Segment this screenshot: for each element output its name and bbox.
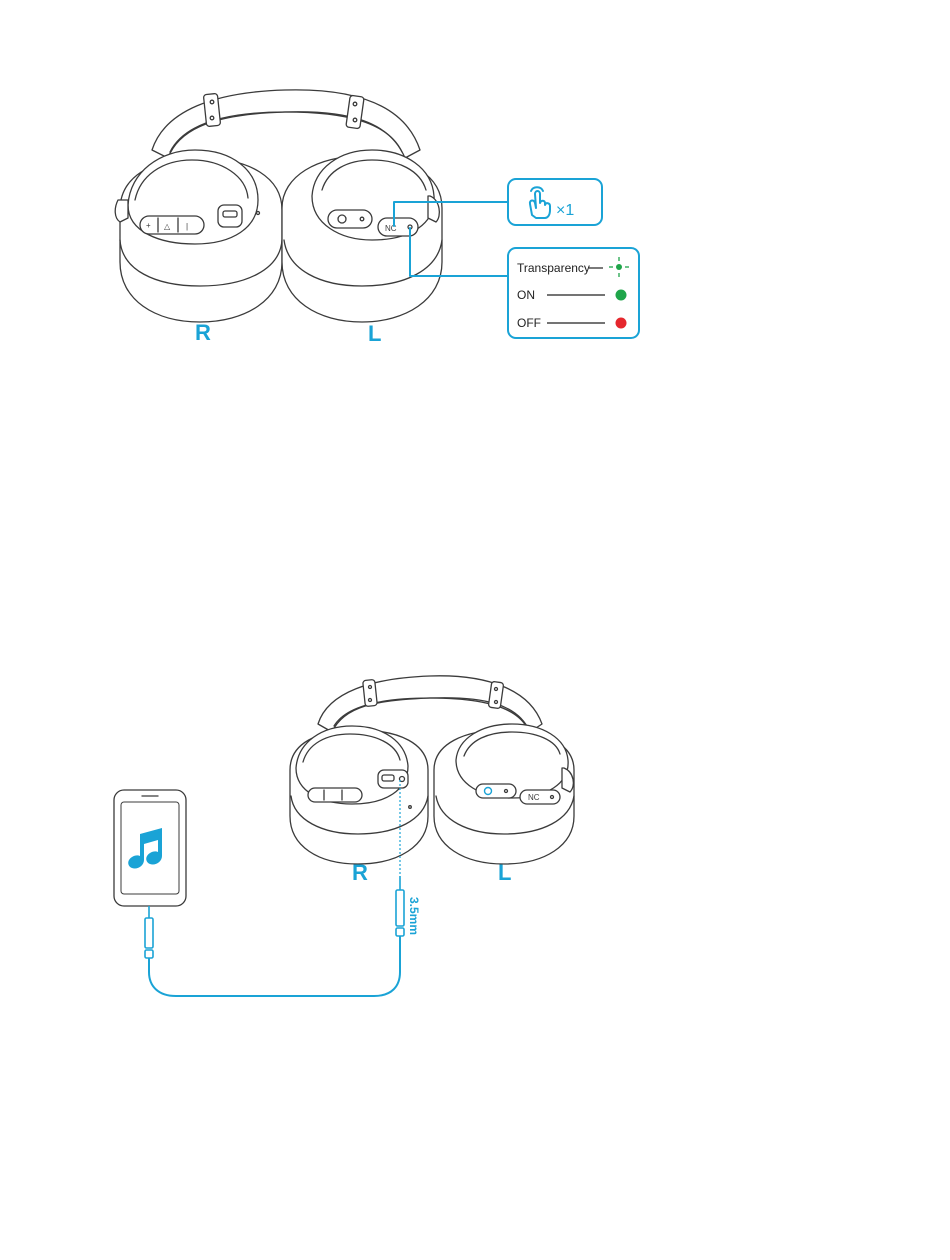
nc-button-label: NC <box>385 224 397 233</box>
left-earcup: NC <box>282 150 442 322</box>
svg-text:Transparency: Transparency <box>517 261 590 275</box>
svg-text:OFF: OFF <box>517 316 541 330</box>
jack-size-label: 3.5mm <box>407 897 421 935</box>
right-earcup-buttons <box>308 788 362 802</box>
led-red-icon <box>616 318 627 329</box>
usb-port <box>218 205 242 227</box>
power-button <box>476 784 516 798</box>
tap-callout: ×1 <box>508 179 602 225</box>
svg-text:ON: ON <box>517 288 535 302</box>
figure-nc-mode: + △ | NC R L <box>115 90 639 346</box>
left-side-label: L <box>498 860 511 885</box>
svg-text:+: + <box>146 221 151 230</box>
nc-button-label: NC <box>528 793 540 802</box>
left-earcup: NC <box>434 724 574 864</box>
svg-text:|: | <box>186 222 188 231</box>
tap-count-label: ×1 <box>556 202 574 219</box>
svg-text:△: △ <box>164 222 171 231</box>
figure-wired-connection: NC R L 3.5mm <box>114 676 574 996</box>
smartphone <box>114 790 186 906</box>
left-side-label: L <box>368 321 381 346</box>
right-side-label: R <box>195 320 211 345</box>
right-earcup: + △ | <box>115 150 282 322</box>
headband <box>152 90 420 158</box>
led-status-legend: Transparency ON OFF <box>508 248 639 338</box>
power-button <box>328 210 372 228</box>
led-green-icon <box>616 290 627 301</box>
right-side-label: R <box>352 860 368 885</box>
right-earcup <box>290 726 428 864</box>
